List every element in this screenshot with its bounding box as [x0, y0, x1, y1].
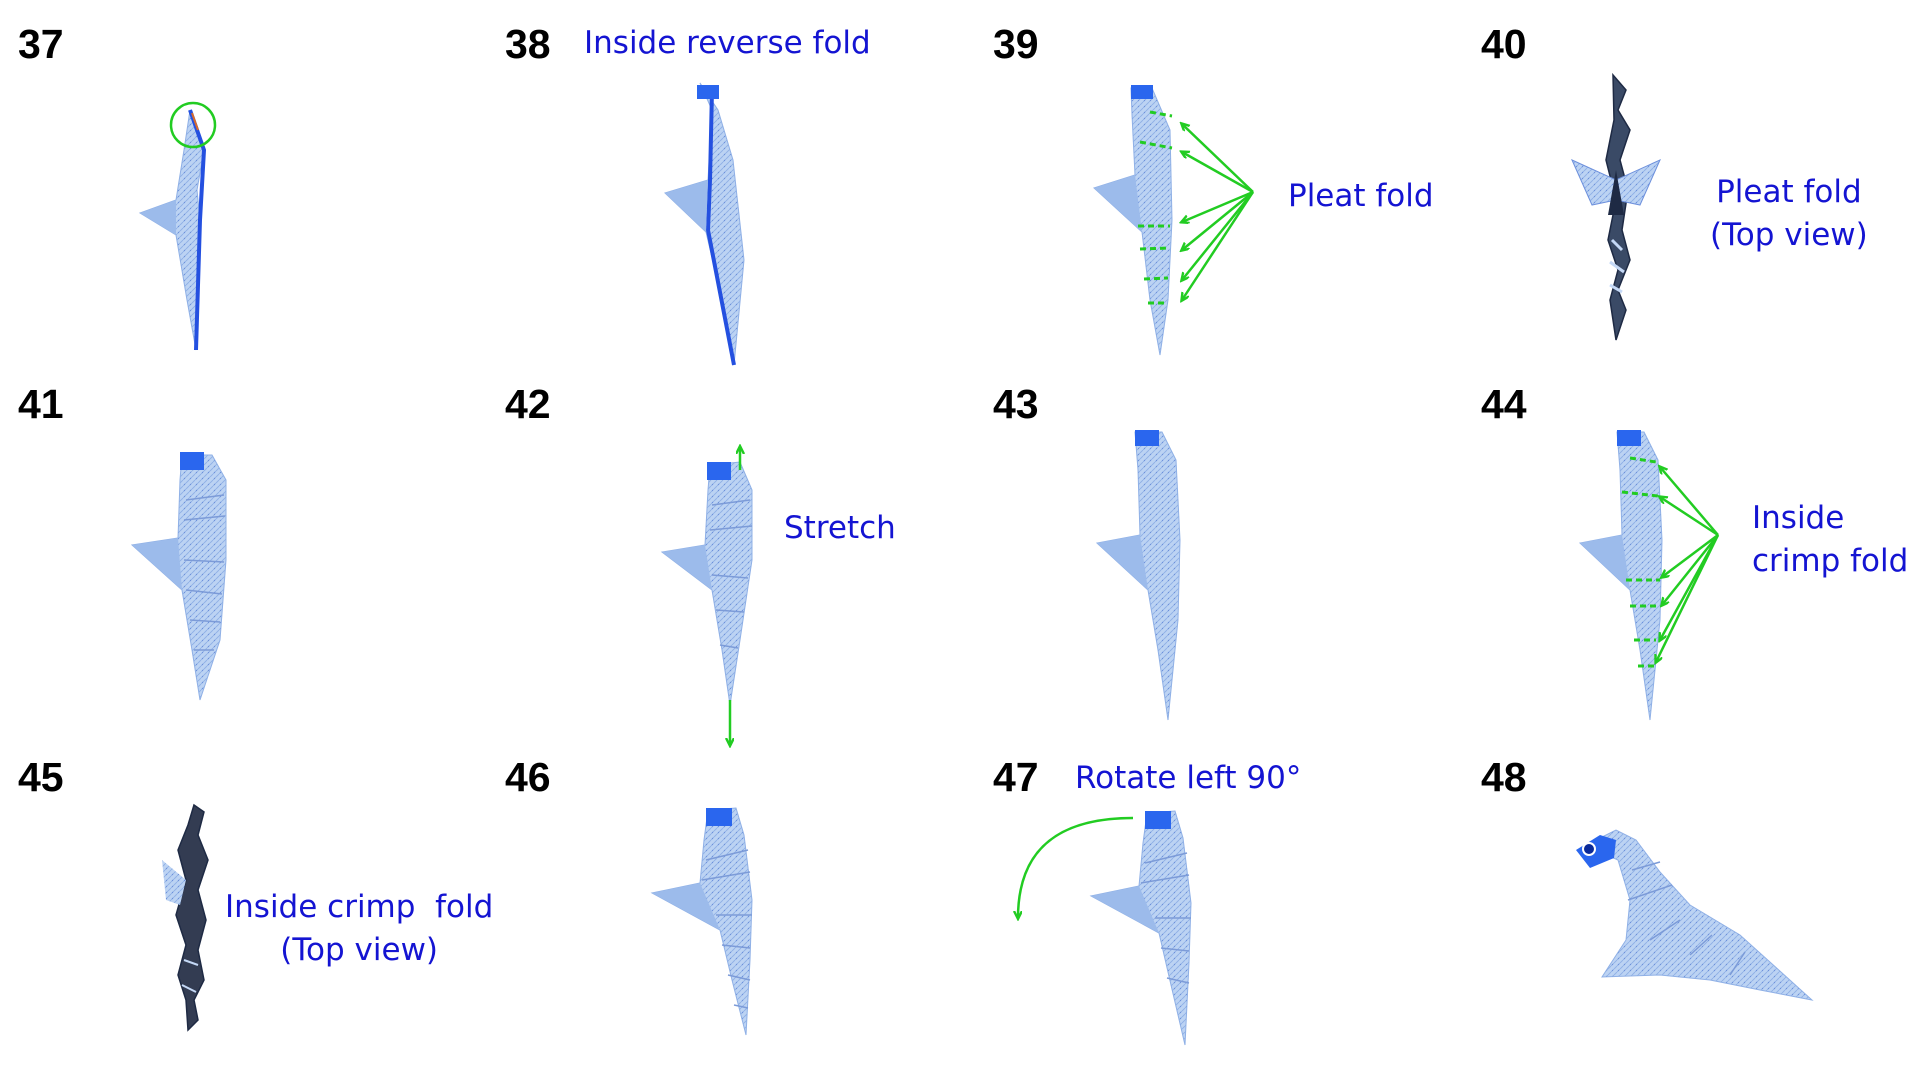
figure-step-38 [664, 82, 745, 366]
arrow-icon [1660, 467, 1719, 536]
caption-line: Pleat fold [1288, 178, 1434, 214]
arrow-icon [1182, 152, 1254, 194]
caption-step-44: Inside crimp fold [1752, 497, 1908, 583]
caption-step-47: Rotate left 90° [1075, 757, 1301, 800]
step-number-41: 41 [18, 381, 64, 427]
caption-step-42: Stretch [784, 507, 896, 550]
step-number-43: 43 [993, 381, 1039, 427]
caption-step-45: Inside crimp fold (Top view) [225, 886, 493, 972]
caption-line: (Top view) [1710, 216, 1868, 253]
arrow-icon [1018, 816, 1134, 918]
figure-step-48 [1576, 829, 1814, 1001]
figure-step-42 [660, 447, 753, 745]
caption-step-39: Pleat fold [1288, 175, 1434, 218]
figure-step-43 [1095, 430, 1181, 721]
figure-step-37 [138, 101, 217, 351]
figure-step-46 [650, 807, 753, 1036]
figure-step-44 [1578, 430, 1720, 721]
arrow-icon [1660, 497, 1719, 537]
figure-step-39 [1093, 85, 1255, 356]
caption-line: Inside reverse fold [584, 25, 871, 61]
caption-line: Rotate left 90° [1075, 760, 1302, 796]
step-number-39: 39 [993, 21, 1039, 67]
arrow-icon [1182, 191, 1254, 280]
step-number-45: 45 [18, 754, 64, 800]
step-number-40: 40 [1481, 21, 1527, 67]
step-number-37: 37 [18, 21, 64, 67]
caption-line: (Top view) [280, 931, 439, 968]
arrow-icon [1182, 124, 1254, 193]
arrow-icon [1662, 534, 1719, 605]
eye-icon [1582, 842, 1596, 856]
arrow-icon [1182, 191, 1255, 300]
step-number-47: 47 [993, 754, 1039, 800]
step-number-46: 46 [505, 754, 551, 800]
highlight-circle-icon [169, 101, 217, 149]
caption-line: Inside [1752, 500, 1845, 536]
figure-step-45 [162, 803, 209, 1032]
figure-step-47 [1018, 810, 1192, 1046]
figure-step-41 [130, 452, 227, 701]
step-number-48: 48 [1481, 754, 1527, 800]
step-number-38: 38 [505, 21, 551, 67]
arrow-icon [1662, 534, 1719, 577]
arrow-icon [1656, 534, 1720, 662]
arrow-icon [1182, 190, 1254, 222]
figure-step-40 [1571, 72, 1661, 341]
caption-line: Inside crimp fold [225, 889, 494, 925]
caption-line: crimp fold [1752, 542, 1909, 579]
caption-line: Pleat fold [1716, 174, 1862, 210]
caption-step-40: Pleat fold (Top view) [1710, 171, 1868, 257]
caption-step-38: Inside reverse fold [584, 22, 871, 65]
caption-line: Stretch [784, 510, 896, 546]
arrow-icon [1182, 191, 1254, 250]
step-number-44: 44 [1481, 381, 1527, 427]
step-number-42: 42 [505, 381, 551, 427]
